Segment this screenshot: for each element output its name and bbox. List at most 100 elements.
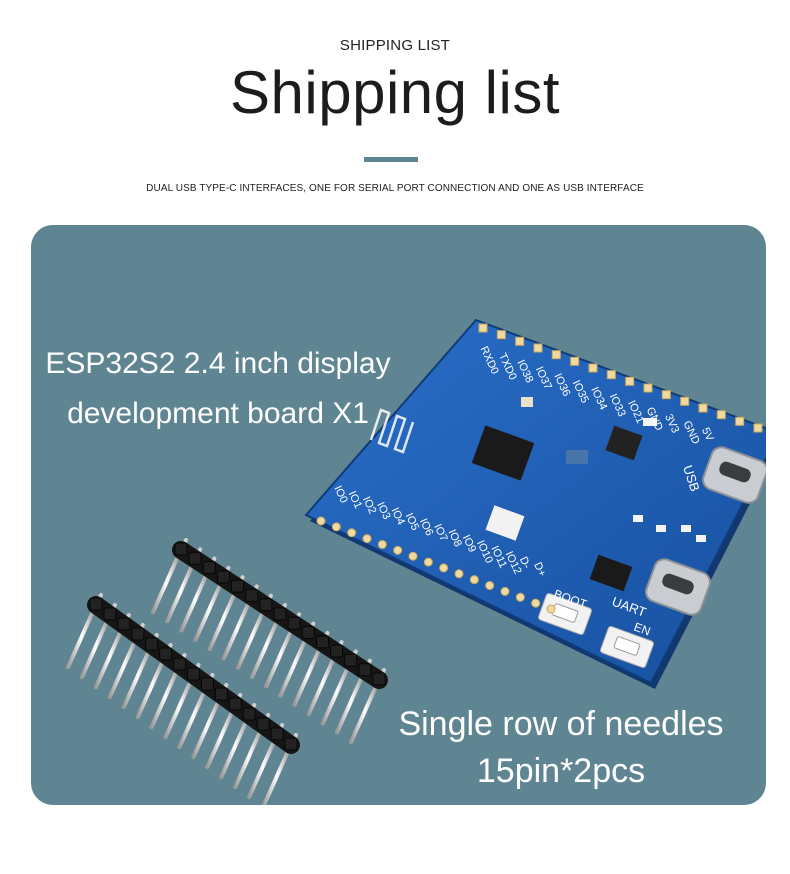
- pin-block: [245, 588, 259, 602]
- uart-chip: [589, 554, 633, 592]
- pin-leg: [179, 566, 212, 633]
- header-pad: [716, 410, 726, 420]
- pin-block: [200, 677, 214, 691]
- esp32s2-board: RXD0TXD0IO38IO37IO36IO35IO34IO33IO21GND3…: [304, 318, 766, 689]
- pin-leg: [149, 663, 182, 729]
- pin-block: [216, 570, 230, 584]
- pins-label-line2: 15pin*2pcs: [476, 752, 646, 790]
- pin-block: [301, 626, 315, 640]
- pin-leg: [135, 653, 168, 719]
- pin-block: [202, 561, 216, 575]
- pin-leg: [66, 603, 98, 669]
- pin-block: [228, 697, 242, 711]
- rgb-led: [485, 505, 525, 541]
- pin-leg: [191, 693, 224, 759]
- pin-leg: [349, 678, 381, 744]
- pin-block: [242, 707, 256, 721]
- pin-block: [214, 687, 228, 701]
- header-pad: [606, 370, 616, 380]
- section-caption: DUAL USB TYPE-C INTERFACES, ONE FOR SERI…: [146, 183, 644, 194]
- top-pin-label: 5V: [699, 426, 716, 444]
- usb-c-connector-usb: [702, 446, 766, 504]
- pin-block: [270, 727, 284, 741]
- product-illustration: RXD0TXD0IO38IO37IO36IO35IO34IO33IO21GND3…: [66, 318, 766, 805]
- pin-leg: [219, 713, 252, 779]
- pin-block: [259, 598, 273, 612]
- pin-block: [145, 637, 159, 651]
- title-divider: [364, 157, 418, 162]
- pin-block: [273, 607, 287, 621]
- component: [521, 397, 533, 407]
- component: [656, 525, 666, 532]
- header-pad: [680, 396, 690, 406]
- en-button: [600, 625, 654, 669]
- pin-leg: [163, 673, 196, 739]
- header-pad: [625, 376, 635, 386]
- header-pad: [531, 598, 541, 608]
- pin-block: [231, 579, 245, 593]
- pin-block: [256, 717, 270, 731]
- left-pin-label: D+: [531, 560, 548, 578]
- header-pad: [454, 569, 464, 579]
- pin-block: [330, 644, 344, 658]
- header-pad: [362, 534, 372, 544]
- header-pad: [316, 516, 326, 526]
- header-pad: [496, 330, 506, 340]
- pin-leg: [93, 623, 126, 689]
- header-pad: [546, 604, 556, 614]
- header-pad: [423, 557, 433, 567]
- header-pad: [661, 390, 671, 400]
- pins-label-line1: Single row of needles: [398, 705, 724, 743]
- header-pad: [570, 356, 580, 366]
- component: [566, 450, 588, 464]
- pin-leg: [250, 613, 282, 679]
- component: [681, 525, 691, 532]
- pin-leg: [177, 683, 210, 749]
- pins-label: Single row of needles 15pin*2pcs: [361, 701, 761, 795]
- regulator-chip: [605, 425, 643, 461]
- en-silkscreen-label: EN: [632, 620, 652, 639]
- pin-leg: [207, 585, 240, 652]
- header-pad: [485, 581, 495, 591]
- pin-block: [117, 617, 131, 631]
- pin-block: [188, 551, 202, 565]
- board-label-line1: ESP32S2 2.4 inch display: [45, 347, 391, 380]
- header-pad: [515, 592, 525, 602]
- pin-block: [344, 653, 358, 667]
- left-header-holes: [316, 516, 556, 614]
- pin-block: [159, 647, 173, 661]
- pin-leg: [292, 640, 325, 707]
- pin-leg: [165, 557, 198, 624]
- header-pad: [735, 416, 745, 426]
- pin-leg: [233, 723, 266, 789]
- pin-block: [173, 657, 187, 671]
- mcu-chip: [471, 425, 535, 481]
- usb-c-connector-uart: [645, 558, 711, 616]
- pin-block: [372, 672, 386, 686]
- header-pad: [478, 323, 488, 333]
- pin-leg: [261, 743, 293, 805]
- pin-header-strip-1: [151, 538, 388, 744]
- top-header-holes: [478, 323, 763, 433]
- component: [696, 535, 706, 542]
- header-pad: [588, 363, 598, 373]
- header-pad: [551, 350, 561, 360]
- pin-leg: [107, 633, 140, 699]
- pin-block: [103, 607, 117, 621]
- pin-block: [284, 737, 298, 751]
- pin-leg: [278, 631, 311, 698]
- pin-block: [131, 627, 145, 641]
- pin-leg: [334, 668, 367, 735]
- pin-leg: [320, 659, 353, 726]
- antenna-trace: [369, 408, 415, 454]
- header-pad: [533, 343, 543, 353]
- header-pad: [469, 575, 479, 585]
- pin-leg: [151, 548, 183, 614]
- component: [633, 515, 643, 522]
- pin-block: [89, 597, 103, 611]
- header-pad: [500, 586, 510, 596]
- pin-block: [358, 663, 372, 677]
- header-pad: [753, 423, 763, 433]
- pin-leg: [205, 703, 238, 769]
